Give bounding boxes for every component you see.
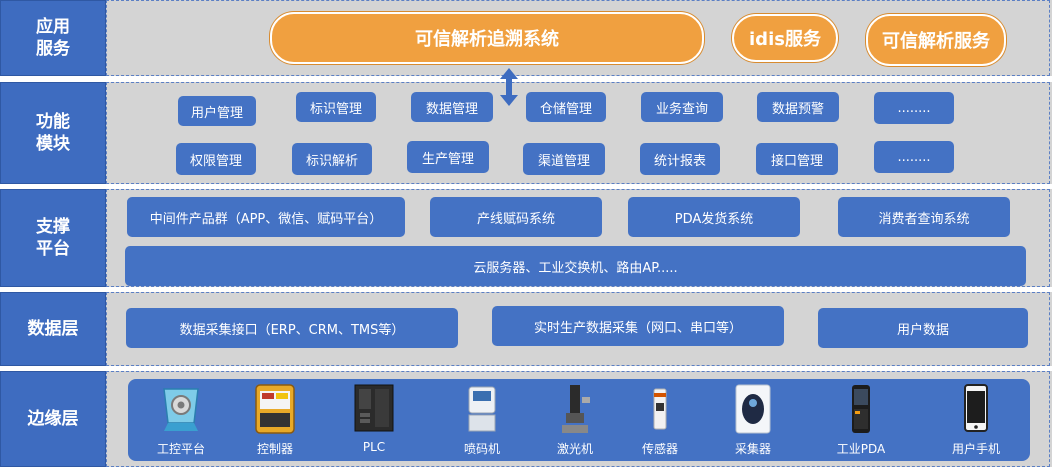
function-module-layer: 功能 模块 用户管理 标识管理 数据管理 仓储管理 业务查询 数据预警 ....… — [0, 82, 1052, 184]
edge-device-sensor[interactable]: 传感器 — [625, 383, 695, 459]
edge-device-label: 用户手机 — [951, 442, 1000, 456]
module-warehouse-mgmt[interactable]: 仓储管理 — [526, 92, 606, 122]
support-platform-layer: 支撑 平台 中间件产品群（APP、微信、赋码平台） 产线赋码系统 PDA发货系统… — [0, 189, 1052, 287]
module-identifier-resolve[interactable]: 标识解析 — [292, 143, 372, 175]
inkjet-printer-icon — [468, 386, 496, 432]
module-more-2[interactable]: ........ — [874, 141, 954, 173]
edge-device-mobile-phone[interactable]: 用户手机 — [941, 383, 1011, 459]
module-user-mgmt[interactable]: 用户管理 — [178, 96, 256, 126]
edge-device-industrial-pc[interactable]: 工控平台 — [146, 383, 216, 459]
data-layer: 数据层 数据采集接口（ERP、CRM、TMS等） 实时生产数据采集（网口、串口等… — [0, 292, 1052, 366]
module-business-query[interactable]: 业务查询 — [641, 92, 723, 122]
edge-device-label: 工控平台 — [156, 442, 205, 456]
edge-device-label: 工业PDA — [836, 442, 886, 456]
module-channel-mgmt[interactable]: 渠道管理 — [523, 143, 605, 175]
edge-device-label: 采集器 — [734, 442, 771, 456]
support-platform-band — [106, 189, 1050, 287]
module-permission-mgmt[interactable]: 权限管理 — [176, 143, 256, 175]
laser-machine-icon — [562, 385, 590, 433]
consumer-query-system-box[interactable]: 消费者查询系统 — [838, 197, 1010, 237]
pda-shipping-system-box[interactable]: PDA发货系统 — [628, 197, 800, 237]
function-module-band — [106, 82, 1050, 184]
module-interface-mgmt[interactable]: 接口管理 — [756, 143, 838, 175]
edge-device-inkjet-printer[interactable]: 喷码机 — [447, 383, 517, 459]
trusted-resolve-service-pill[interactable]: 可信解析服务 — [866, 14, 1006, 66]
data-layer-band — [106, 292, 1050, 366]
edge-device-label: 传感器 — [641, 442, 678, 456]
infrastructure-box[interactable]: 云服务器、工业交换机、路由AP..... — [125, 246, 1026, 286]
sensor-icon — [653, 388, 667, 430]
mobile-phone-icon — [964, 384, 988, 432]
module-data-mgmt[interactable]: 数据管理 — [411, 92, 493, 122]
app-service-label: 应用 服务 — [0, 0, 106, 76]
user-data-box[interactable]: 用户数据 — [818, 308, 1028, 348]
collector-icon — [735, 384, 771, 434]
app-service-band — [106, 0, 1050, 76]
module-more-1[interactable]: ........ — [874, 92, 954, 124]
data-layer-label: 数据层 — [0, 292, 106, 366]
module-statistics-report[interactable]: 统计报表 — [640, 143, 720, 175]
plc-icon — [354, 384, 394, 432]
edge-device-label: PLC — [362, 440, 386, 454]
controller-icon — [255, 384, 295, 434]
edge-device-label: 喷码机 — [463, 442, 500, 456]
line-coding-system-box[interactable]: 产线赋码系统 — [430, 197, 602, 237]
realtime-production-data-box[interactable]: 实时生产数据采集（网口、串口等） — [492, 306, 784, 346]
double-arrow-icon — [500, 68, 518, 106]
module-data-alert[interactable]: 数据预警 — [757, 92, 839, 122]
industrial-pc-icon — [163, 388, 199, 431]
edge-device-collector[interactable]: 采集器 — [718, 383, 788, 459]
app-service-layer: 应用 服务 可信解析追溯系统 idis服务 可信解析服务 — [0, 0, 1052, 76]
industrial-pda-icon — [852, 385, 870, 433]
module-identifier-mgmt[interactable]: 标识管理 — [296, 92, 376, 122]
edge-device-laser-machine[interactable]: 激光机 — [540, 383, 610, 459]
edge-device-label: 控制器 — [256, 442, 293, 456]
edge-device-controller[interactable]: 控制器 — [240, 383, 310, 459]
edge-device-industrial-pda[interactable]: 工业PDA — [826, 383, 896, 459]
data-collection-interface-box[interactable]: 数据采集接口（ERP、CRM、TMS等） — [126, 308, 458, 348]
edge-device-plc[interactable]: PLC — [339, 383, 409, 459]
function-module-label: 功能 模块 — [0, 82, 106, 184]
idis-service-pill[interactable]: idis服务 — [732, 14, 838, 62]
middleware-products-box[interactable]: 中间件产品群（APP、微信、赋码平台） — [127, 197, 405, 237]
support-platform-label: 支撑 平台 — [0, 189, 106, 287]
traceability-system-pill[interactable]: 可信解析追溯系统 — [270, 12, 704, 64]
edge-device-label: 激光机 — [556, 442, 593, 456]
edge-layer-label: 边缘层 — [0, 371, 106, 467]
module-production-mgmt[interactable]: 生产管理 — [407, 141, 489, 173]
